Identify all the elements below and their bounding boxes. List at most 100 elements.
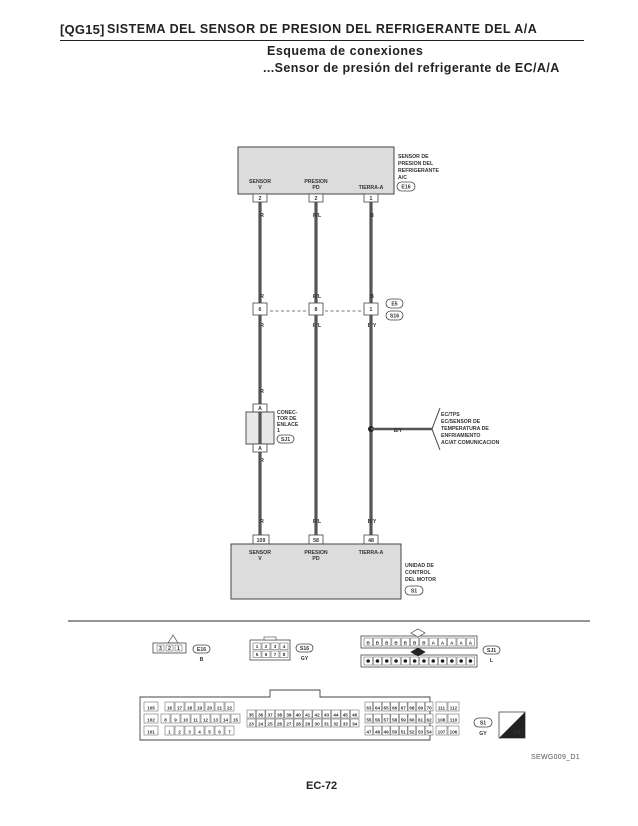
connector-cell — [224, 725, 235, 736]
ecm-box — [230, 543, 402, 600]
connector-pin: 7 — [228, 730, 231, 735]
connector-cell — [174, 701, 185, 712]
connector-pin: 41 — [305, 713, 311, 718]
connector-pin: A — [441, 641, 445, 646]
link-name-line: CONEC- — [277, 410, 298, 416]
ecm-connector-tag — [404, 585, 424, 596]
connector-pin-dot — [431, 659, 436, 663]
connector-pin: 4 — [198, 730, 201, 735]
connector-pin: 53 — [418, 730, 424, 735]
connector-cell — [331, 709, 341, 719]
sensor-name: SENSOR DE PRESION DEL REFRIGERANTE A/C — [398, 154, 439, 181]
connector-pin: 65 — [384, 706, 390, 711]
connector-cell — [224, 701, 235, 712]
connector-pin: 57 — [384, 718, 390, 723]
wire-color-label: R — [260, 519, 264, 525]
branch-target: EC/TPS — [441, 412, 460, 418]
connector-cell — [143, 701, 159, 712]
junction-connector-tag — [385, 298, 404, 309]
connector-cell — [407, 725, 417, 736]
connector-key-icon — [410, 647, 426, 657]
connector-pin: 105 — [147, 706, 155, 711]
connector-cell — [364, 701, 374, 712]
connector-pin: 35 — [249, 713, 255, 718]
connector-pin: 17 — [177, 706, 183, 711]
connector-pin: 2 — [178, 730, 181, 735]
connector-pin: 8 — [164, 718, 167, 723]
connector-pin: 3 — [274, 644, 277, 649]
connector-pin: 107 — [438, 730, 446, 735]
connector-pin-dot — [384, 659, 389, 663]
connector-cell — [143, 713, 159, 724]
connector-pin: 36 — [258, 713, 264, 718]
sensor-term-label: SENSOR — [249, 179, 271, 185]
wire-color-label: R — [260, 294, 264, 300]
connector-pin: 5 — [208, 730, 211, 735]
connector-cell — [407, 701, 417, 712]
connector-pin: 39 — [286, 713, 292, 718]
connector-pin: A — [450, 641, 454, 646]
connector-pin: 50 — [392, 730, 398, 735]
connector-pin: 1 — [168, 730, 171, 735]
connector-pin: 18 — [187, 706, 193, 711]
ecm-pin: 58 — [313, 538, 319, 544]
page-title: SISTEMA DEL SENSOR DE PRESION DEL REFRIG… — [107, 22, 538, 36]
connector-cell — [261, 650, 271, 658]
diagram-subtitle: Esquema de conexiones — [267, 44, 424, 58]
link-name-line: TOR DE — [277, 416, 297, 422]
connector-pin: 110 — [450, 718, 458, 723]
junction-connector-id: E5 — [391, 302, 397, 308]
connector-pin: A — [459, 641, 463, 646]
connector-cell — [350, 709, 360, 719]
ts-badge-fill — [499, 712, 525, 738]
connector-cell — [447, 713, 460, 724]
connector-cell — [382, 637, 392, 647]
connector-cell — [190, 713, 201, 724]
connector-cell — [265, 709, 275, 719]
connector-cell — [303, 709, 313, 719]
connector-cell — [274, 709, 285, 719]
connector-cell — [447, 637, 457, 647]
connector-cell — [184, 701, 195, 712]
branch-target: ENFRIAMIENTO — [441, 433, 480, 439]
connector-cell — [303, 718, 313, 728]
ecm-term-label: TIERRA-A — [359, 550, 384, 556]
connector-pin: 4 — [283, 644, 286, 649]
connector-cell — [416, 701, 425, 712]
connector-color: B — [200, 657, 204, 663]
connector-cell — [381, 701, 391, 712]
link-name-line: ENLACE — [277, 422, 299, 428]
connector-cell — [435, 701, 448, 712]
connector-pin: 43 — [324, 713, 330, 718]
sensor-term-label: PD — [312, 185, 319, 191]
connector-pin: 68 — [409, 706, 415, 711]
connector-pin-dot — [412, 659, 417, 663]
link-pin: A — [258, 406, 262, 412]
connector-pin-dot — [459, 659, 463, 663]
connector-cell — [447, 701, 460, 712]
connector-cell — [165, 644, 174, 652]
connector-cell — [373, 701, 382, 712]
connector-cell — [270, 642, 280, 650]
connector-pin: 26 — [277, 722, 283, 727]
connector-cell — [373, 725, 382, 736]
connector-cell — [143, 725, 159, 736]
connector-cell — [293, 718, 303, 728]
connector-cell — [184, 725, 195, 736]
wire-color-label: B/Y — [394, 428, 403, 434]
connector-id: S16 — [300, 646, 309, 652]
connector-pin: 56 — [375, 718, 381, 723]
connector-cell — [390, 701, 399, 712]
connector-cell — [170, 713, 181, 724]
connector-cell — [265, 718, 275, 728]
connector-cell — [364, 713, 374, 724]
connector-pin: 14 — [223, 718, 229, 723]
sensor-connector-id: E16 — [401, 185, 410, 191]
wire-color-label: B — [370, 213, 374, 219]
connector-cell — [340, 718, 350, 728]
connector-tag — [295, 643, 314, 653]
connector-pin-dot — [375, 659, 380, 663]
connector-cell — [246, 709, 256, 719]
connector-cell — [399, 701, 408, 712]
connector-cell — [407, 713, 417, 724]
